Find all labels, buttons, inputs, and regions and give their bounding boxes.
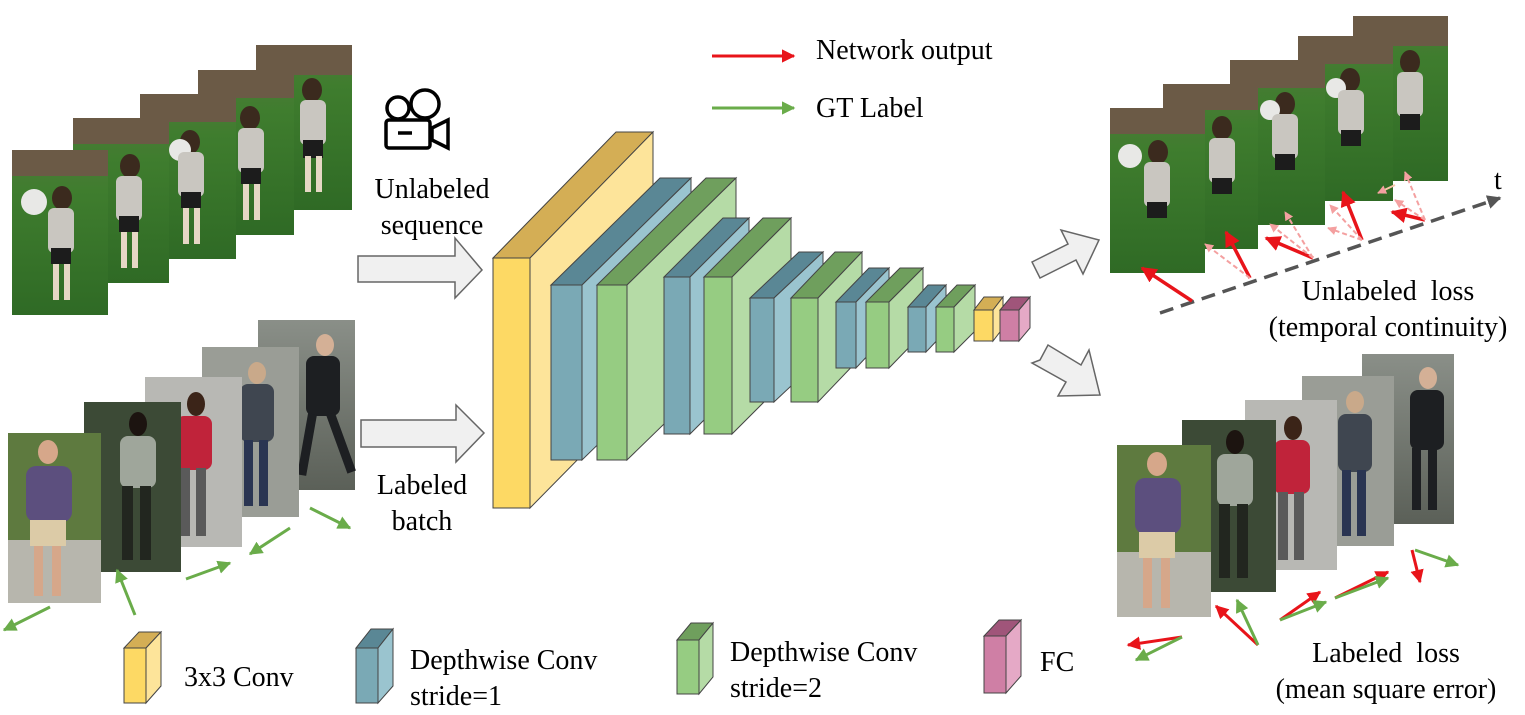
unlabeled-input-label: Unlabeled sequence (360, 172, 504, 244)
legend-dw-s2-label: Depthwise Conv stride=2 (730, 635, 917, 707)
legend-dw-s2-line: stride=2 (730, 673, 822, 704)
gt-arrow (2, 605, 51, 632)
dwconv-s2-block (934, 283, 977, 354)
labeled-input-label-line: Labeled (376, 470, 468, 501)
output-arrow (1340, 190, 1364, 241)
output-arrow (1126, 635, 1183, 650)
labeled-loss-line: Labeled loss (1312, 638, 1460, 669)
frame-image (12, 150, 108, 315)
labeled-loss-label: Labeled loss (mean square error) (1258, 636, 1514, 708)
unlabeled-loss-line: Unlabeled loss (1301, 276, 1475, 307)
blue-block-icon (354, 627, 395, 705)
labeled-input-arrow (360, 403, 486, 464)
unlabeled-input-label-line: sequence (380, 210, 484, 241)
time-axis-label: t (1494, 165, 1502, 196)
temporal-output-arrows (1140, 171, 1426, 303)
unlabeled-output-arrow (1030, 228, 1101, 280)
green-block-icon (675, 621, 715, 696)
output-arrows (1030, 228, 1101, 397)
gt-arrow (115, 568, 137, 616)
bottom-legend-icons (122, 618, 1023, 705)
labeled-loss-line: (mean square error) (1275, 674, 1497, 705)
output-arrow (1264, 236, 1314, 260)
legend-fc-label: FC (1040, 647, 1075, 678)
output-arrow (1269, 223, 1314, 259)
gt-arrow (1334, 575, 1390, 600)
gt-arrow (1134, 635, 1183, 662)
output-arrow (1390, 207, 1426, 223)
conv-small-block (972, 295, 1005, 343)
output-arrow (1204, 243, 1251, 279)
frame-image (1110, 108, 1205, 273)
person-image (1117, 445, 1211, 617)
labeled-loss-arrows (1126, 548, 1460, 662)
output-arrow (1284, 211, 1314, 259)
person-image (8, 433, 101, 603)
video-camera-icon (384, 88, 450, 151)
gt-arrow (309, 506, 352, 530)
input-arrows (357, 235, 486, 464)
fc-block (998, 295, 1032, 343)
labeled-output-arrow (1030, 343, 1101, 397)
gt-arrow (248, 526, 291, 556)
output-arrow (1403, 171, 1426, 221)
output-arrow (1327, 226, 1363, 241)
gt-arrow (185, 560, 232, 581)
pink-block-icon (982, 618, 1023, 695)
unlabeled-output-frames (1110, 16, 1448, 273)
yellow-block-icon (122, 630, 163, 705)
legend-conv3x3-label: 3x3 Conv (184, 662, 294, 693)
legend-dw-s1-line: stride=1 (410, 681, 502, 712)
labeled-input-label-line: batch (391, 506, 453, 537)
output-arrow (1377, 184, 1396, 194)
cnn-network (491, 130, 1032, 510)
gt-arrow (1414, 548, 1460, 568)
unlabeled-sequence-frames (12, 45, 352, 315)
labeled-output-frames (1117, 354, 1454, 617)
legend-network-output-label: Network output (816, 35, 993, 66)
legend-dw-s2-line: Depthwise Conv (730, 637, 918, 668)
gt-label-arrows-input (2, 506, 352, 632)
legend-dw-s1-label: Depthwise Conv stride=1 (410, 643, 597, 715)
unlabeled-input-arrow (357, 235, 484, 300)
dwconv-s2-block (864, 266, 925, 370)
output-arrow (1214, 604, 1260, 647)
output-arrow (1394, 199, 1426, 221)
output-arrow (1279, 590, 1322, 622)
labeled-input-label: Labeled batch (362, 468, 482, 540)
gt-arrow (1279, 600, 1328, 622)
unlabeled-loss-line: (temporal continuity) (1268, 312, 1508, 343)
output-arrow (1224, 230, 1252, 279)
output-arrow (1140, 266, 1193, 303)
time-axis (1159, 195, 1502, 315)
gt-arrow (1235, 598, 1260, 646)
output-arrow (1410, 549, 1424, 584)
legend-gt-label-label: GT Label (816, 93, 924, 124)
labeled-batch-frames (8, 320, 356, 603)
unlabeled-loss-label: Unlabeled loss (temporal continuity) (1250, 274, 1525, 346)
unlabeled-input-label-line: Unlabeled (374, 174, 490, 205)
legend-dw-s1-line: Depthwise Conv (410, 645, 598, 676)
